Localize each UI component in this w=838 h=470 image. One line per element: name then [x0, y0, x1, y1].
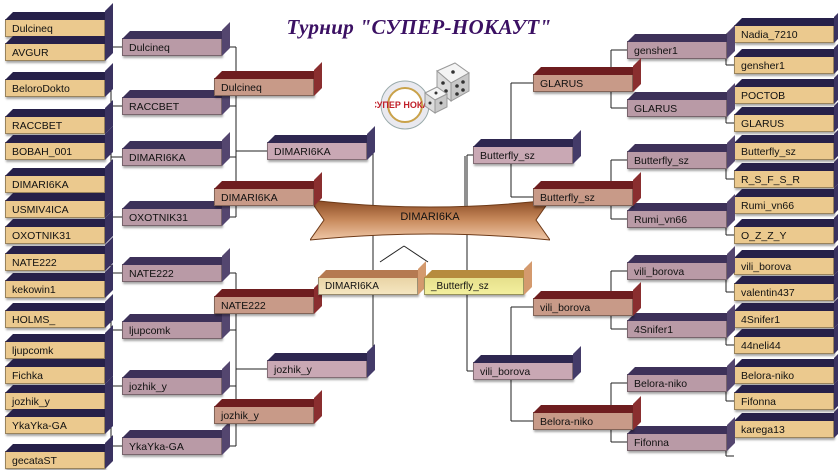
right-round2-player: gensher1 — [627, 41, 727, 59]
left-round3-player: NATE222 — [214, 296, 314, 314]
right-round3-player: Belora-niko — [533, 412, 633, 430]
left-round1-player: RACCBET — [5, 116, 105, 134]
semifinal-left-player: DIMARI6KA — [318, 277, 418, 295]
right-round1-player: Butterfly_sz — [734, 142, 834, 160]
left-round1-player: Dulcineq — [5, 19, 105, 37]
left-round2-player: NATE222 — [122, 264, 222, 282]
right-round3-player: Butterfly_sz — [533, 188, 633, 206]
left-round2-player: YkaYka-GA — [122, 437, 222, 455]
right-round1-player: valentin437 — [734, 283, 834, 301]
right-round4-player: Butterfly_sz — [473, 146, 573, 164]
left-round1-player: USMIV4ICA — [5, 200, 105, 218]
left-round3-player: Dulcineq — [214, 78, 314, 96]
left-round2-player: DIMARI6KA — [122, 148, 222, 166]
right-round1-player: GLARUS — [734, 114, 834, 132]
left-round1-player: BOBAH_001 — [5, 142, 105, 160]
right-round2-player: vili_borova — [627, 262, 727, 280]
right-round2-player: 4Snifer1 — [627, 320, 727, 338]
left-round1-player: ljupcomk — [5, 341, 105, 359]
tournament-logo: СУПЕР НОКАУТ — [370, 55, 475, 135]
right-round1-player: vili_borova — [734, 257, 834, 275]
left-round2-player: RACCBET — [122, 97, 222, 115]
right-round1-player: karega13 — [734, 420, 834, 438]
left-round1-player: gecataST — [5, 451, 105, 469]
champion-name: DIMARI6KA — [400, 211, 460, 223]
right-round2-player: Belora-niko — [627, 374, 727, 392]
right-round1-player: Nadia_7210 — [734, 25, 834, 43]
left-round3-player: DIMARI6KA — [214, 188, 314, 206]
left-round1-player: AVGUR — [5, 43, 105, 61]
right-round2-player: Rumi_vn66 — [627, 210, 727, 228]
champion-banner: DIMARI6KA — [308, 196, 552, 246]
left-round1-player: Fichka — [5, 366, 105, 384]
left-round4-player: DIMARI6KA — [267, 142, 367, 160]
left-round1-player: BeloroDokto — [5, 79, 105, 97]
right-round2-player: Fifonna — [627, 433, 727, 451]
left-round2-player: ljupcomk — [122, 321, 222, 339]
right-round1-player: Rumi_vn66 — [734, 196, 834, 214]
left-round4-player: jozhik_y — [267, 360, 367, 378]
right-round1-player: O_Z_Z_Y — [734, 226, 834, 244]
right-round2-player: Butterfly_sz — [627, 151, 727, 169]
right-round1-player: 44neli44 — [734, 336, 834, 354]
left-round1-player: OXOTNIK31 — [5, 226, 105, 244]
right-round2-player: GLARUS — [627, 99, 727, 117]
left-round2-player: jozhik_y — [122, 377, 222, 395]
left-round1-player: NATE222 — [5, 253, 105, 271]
left-round1-player: jozhik_y — [5, 392, 105, 410]
right-round4-player: vili_borova — [473, 362, 573, 380]
left-round1-player: HOLMS_ — [5, 310, 105, 328]
right-round1-player: 4Snifer1 — [734, 310, 834, 328]
right-round1-player: Fifonna — [734, 392, 834, 410]
semifinal-right-player: _Butterfly_sz — [424, 277, 524, 295]
bracket-connector — [403, 245, 429, 263]
right-round1-player: R_S_F_S_R — [734, 170, 834, 188]
left-round2-player: OXOTNIK31 — [122, 208, 222, 226]
left-round3-player: jozhik_y — [214, 406, 314, 424]
left-round1-player: kekowin1 — [5, 280, 105, 298]
right-round3-player: vili_borova — [533, 298, 633, 316]
bracket-connector — [379, 245, 405, 263]
right-round3-player: GLARUS — [533, 74, 633, 92]
page-title: Турнир "СУПЕР-НОКАУТ" — [286, 15, 552, 39]
right-round1-player: gensher1 — [734, 56, 834, 74]
right-round1-player: Belora-niko — [734, 366, 834, 384]
svg-text:СУПЕР НОКАУТ: СУПЕР НОКАУТ — [375, 100, 440, 110]
left-round2-player: Dulcineq — [122, 38, 222, 56]
right-round1-player: POCTOB — [734, 86, 834, 104]
left-round1-player: DIMARI6KA — [5, 175, 105, 193]
left-round1-player: YkaYka-GA — [5, 416, 105, 434]
